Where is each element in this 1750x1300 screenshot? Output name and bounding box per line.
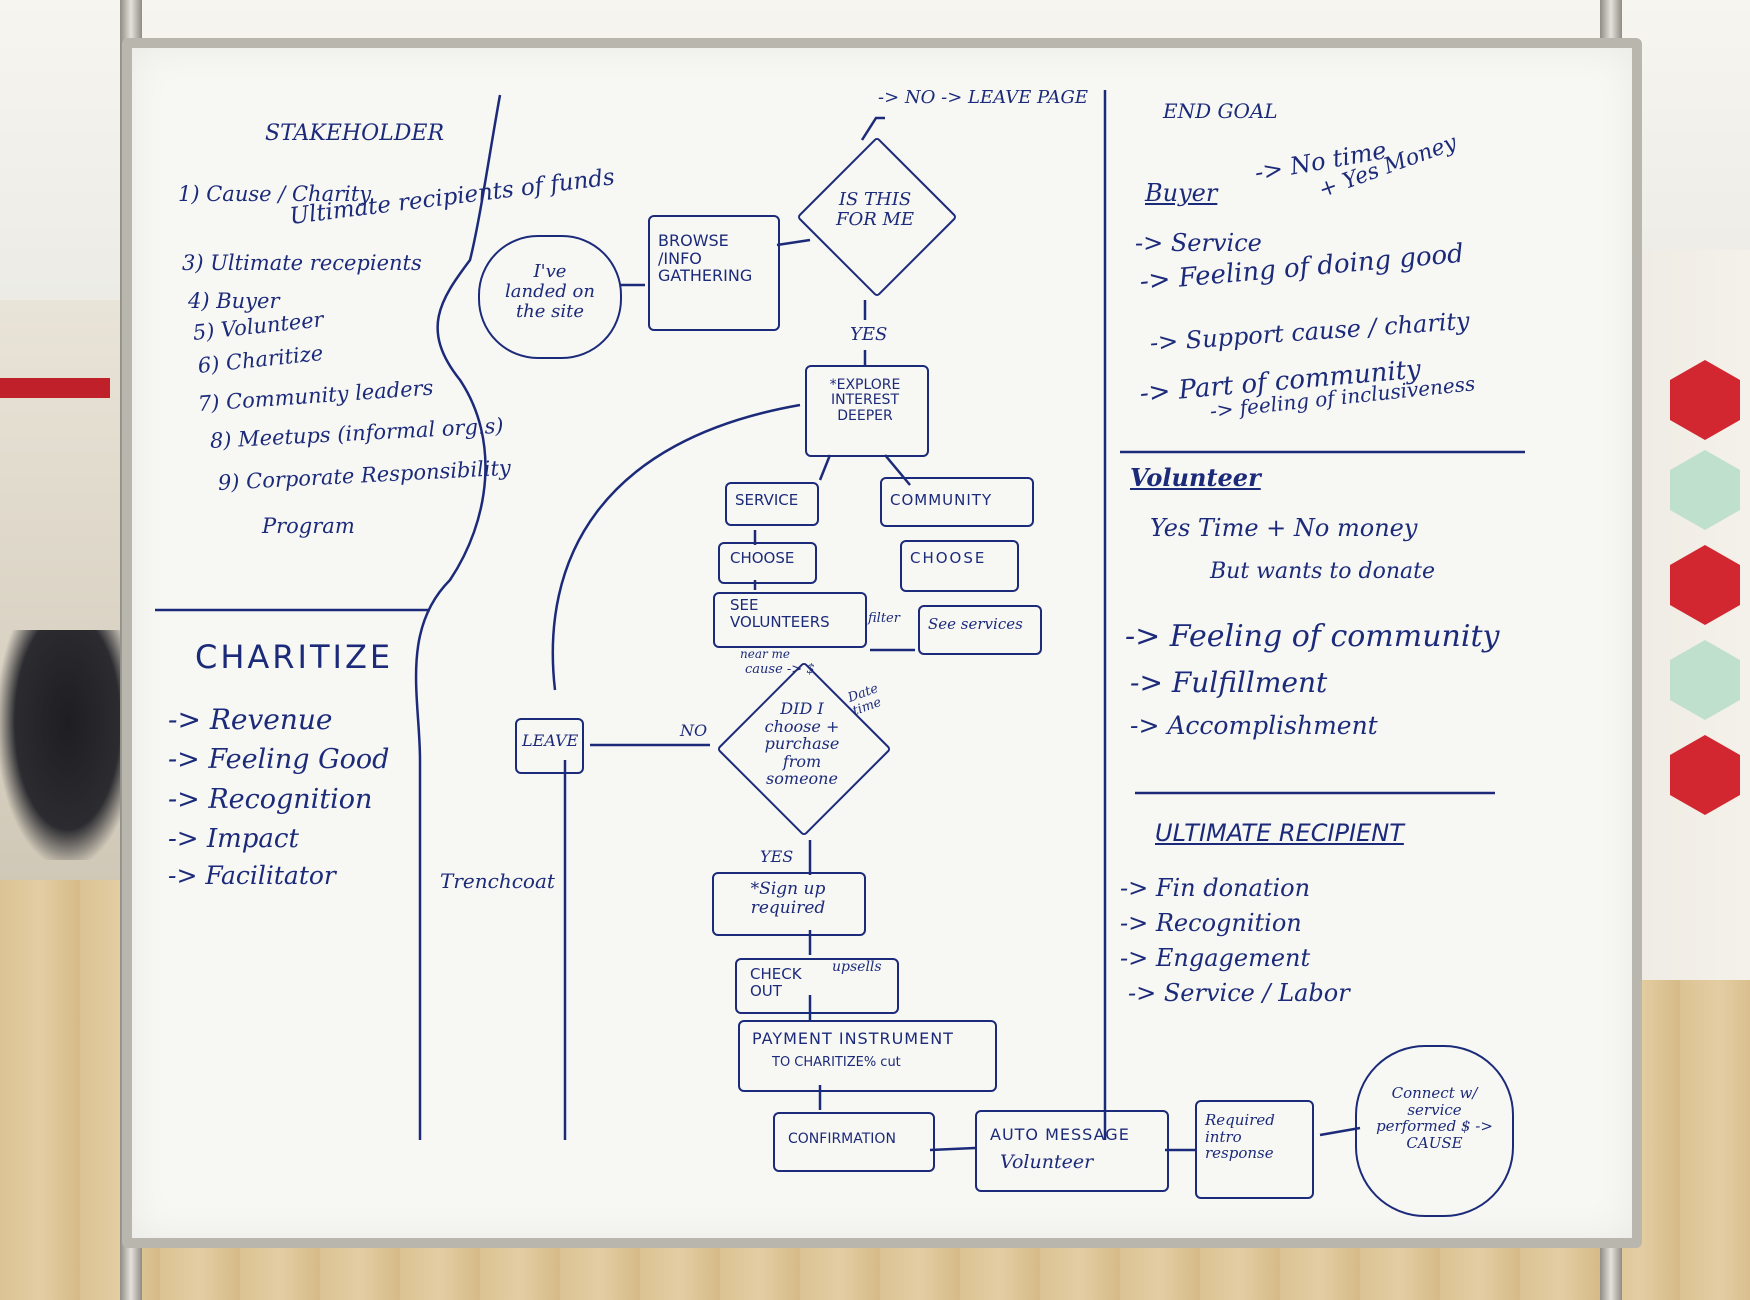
flow-landed-text: I've landed on the site (500, 262, 600, 321)
flow-choose-text: CHOOSE (910, 550, 986, 567)
charitize-item: -> Feeling Good (168, 745, 389, 775)
flow-see-volunteers-text: SEE VOLUNTEERS (730, 597, 860, 630)
end-goal-item: -> Service (1135, 230, 1262, 256)
flow-volunteer-text: Volunteer (1000, 1152, 1093, 1173)
flow-to-charitize: TO CHARITIZE% cut (772, 1056, 901, 1070)
volunteer-line2: But wants to donate (1210, 560, 1435, 584)
flow-community-text: COMMUNITY (890, 492, 992, 509)
volunteer-title: Volunteer (1130, 465, 1261, 491)
charitize-item: -> Recognition (168, 785, 372, 815)
end-goal-buyer: Buyer (1145, 180, 1217, 206)
flow-yes-label: YES (760, 848, 793, 866)
volunteer-item: -> Fulfillment (1130, 668, 1327, 699)
flow-see-services-text: See services (928, 616, 1023, 633)
flow-near-me: near me (740, 648, 790, 661)
charitize-title: CHARITIZE (195, 640, 393, 675)
stakeholder-item: 4) Buyer (188, 290, 280, 313)
stakeholder-title: STAKEHOLDER (265, 122, 444, 146)
flow-service-text: SERVICE (735, 492, 798, 509)
flow-upsells-note: upsells (832, 960, 882, 975)
flow-sign-up-text: *Sign up required (728, 880, 848, 917)
ultimate-recipient-item: -> Fin donation (1120, 875, 1310, 901)
flow-choose-text: CHOOSE (730, 550, 794, 567)
flow-leave-text: LEAVE (522, 732, 578, 750)
volunteer-item: -> Feeling of community (1125, 620, 1499, 653)
flow-for-me-text: IS THIS FOR ME (835, 190, 915, 230)
end-goal-title: END GOAL (1163, 100, 1278, 122)
flow-explore-text: *EXPLORE INTEREST DEEPER (815, 378, 915, 424)
flow-check-out-text: CHECK OUT (750, 966, 810, 999)
flow-auto-message-text: AUTO MESSAGE (990, 1126, 1130, 1144)
ultimate-recipient-item: -> Engagement (1120, 945, 1310, 971)
flow-filter-label: filter (868, 612, 900, 626)
volunteer-item: -> Accomplishment (1130, 712, 1378, 740)
charitize-item: -> Facilitator (168, 862, 336, 890)
ultimate-recipient-item: -> Service / Labor (1128, 980, 1350, 1006)
flow-no-label: NO (680, 722, 707, 740)
stakeholder-item: Program (262, 515, 355, 538)
ultimate-recipient-item: -> Recognition (1120, 910, 1302, 936)
flow-did-i-choose-text: DID I choose + purchase from someone (752, 700, 852, 788)
charitize-item: -> Revenue (168, 705, 333, 736)
ultimate-recipient-title: ULTIMATE RECIPIENT (1155, 820, 1404, 846)
flow-confirmation-text: CONFIRMATION (788, 1132, 896, 1147)
flow-connect-text: Connect w/ service performed $ -> CAUSE (1372, 1085, 1497, 1151)
flow-payment-text: PAYMENT INSTRUMENT (752, 1030, 954, 1048)
flow-browse-text: BROWSE /INFO GATHERING (658, 232, 768, 285)
trenchcoat-note: Trenchcoat (440, 870, 555, 892)
flow-no-leave-page: -> NO -> LEAVE PAGE (878, 88, 1088, 108)
flow-yes-label: YES (850, 325, 887, 345)
volunteer-line1: Yes Time + No money (1150, 515, 1417, 541)
charitize-item: -> Impact (168, 825, 299, 854)
stakeholder-item: 3) Ultimate recepients (182, 252, 422, 275)
flow-required-intro-text: Required intro response (1205, 1112, 1295, 1162)
